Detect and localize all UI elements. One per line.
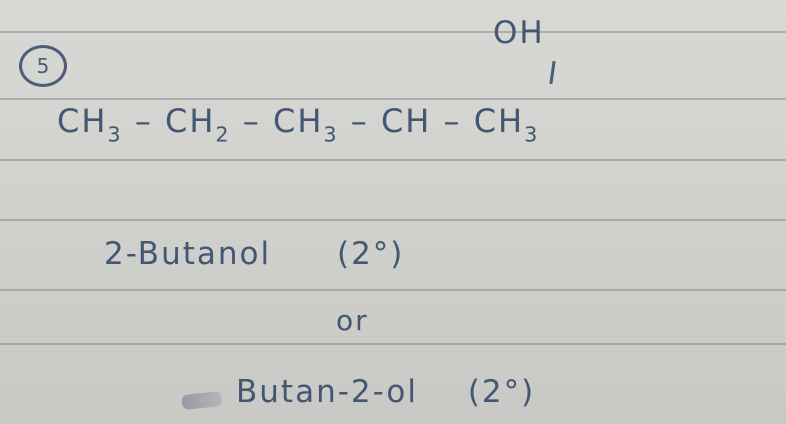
vertical-bond bbox=[549, 60, 556, 85]
ruled-line bbox=[0, 289, 786, 291]
question-number-circle: 5 bbox=[19, 45, 67, 87]
bond-dash: – bbox=[134, 102, 153, 140]
ruled-line bbox=[0, 159, 786, 161]
ruled-line bbox=[0, 219, 786, 221]
or-conjunction: or bbox=[336, 304, 369, 337]
chain-ch2: CH2 bbox=[164, 102, 231, 147]
structural-formula: CH3 – CH2 – CH3 – CH – CH3 bbox=[57, 102, 539, 146]
chain-ch3-left: CH3 bbox=[57, 102, 123, 147]
chain-ch3-middle: CH3 bbox=[272, 102, 339, 147]
bond-dash: – bbox=[350, 102, 369, 140]
bond-dash: – bbox=[443, 102, 462, 140]
degree-classification-1: (2°) bbox=[336, 236, 405, 272]
ruled-line bbox=[0, 343, 786, 345]
ink-scribble bbox=[181, 390, 223, 411]
ruled-line bbox=[0, 31, 786, 33]
common-name-line: 2-Butanol (2°) bbox=[104, 236, 404, 272]
oh-group: OH bbox=[493, 15, 545, 51]
iupac-name-line: Butan-2-ol (2°) bbox=[236, 374, 535, 410]
ruled-line bbox=[0, 98, 786, 100]
chain-ch3-right: CH3 bbox=[473, 102, 540, 147]
chain-ch-oh-carbon: CH bbox=[380, 102, 432, 140]
iupac-name: Butan-2-ol bbox=[236, 374, 418, 410]
degree-classification-2: (2°) bbox=[467, 374, 536, 410]
question-number-text: 5 bbox=[36, 54, 50, 78]
bond-dash: – bbox=[242, 102, 261, 140]
common-name: 2-Butanol bbox=[104, 236, 272, 272]
